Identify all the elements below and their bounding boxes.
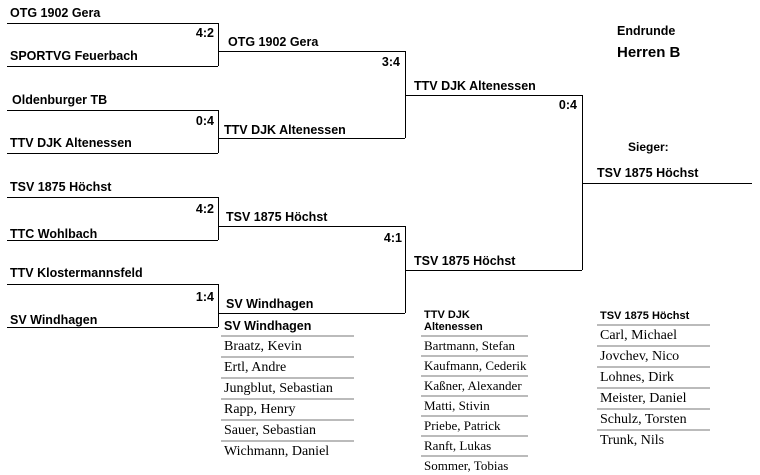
bracket-line [218,313,405,314]
roster-player: Priebe, Patrick [421,417,528,437]
bracket-connector [218,284,219,327]
team-name: TTV DJK Altenessen [414,79,536,93]
team-name: SPORTVG Feuerbach [10,49,138,63]
roster-player: Trunk, Nils [600,433,665,448]
score: 1:4 [195,290,214,304]
roster-player: Sauer, Sebastian [221,421,354,442]
bracket-line [582,183,752,184]
bracket-line [218,226,405,227]
team-name: TSV 1875 Höchst [226,210,328,224]
roster-player: Rapp, Henry [221,400,354,421]
roster-player: Bartmann, Stefan [421,337,528,357]
team-name: SV Windhagen [226,297,314,311]
bracket-title: Endrunde [617,24,676,38]
roster-header: TTV DJK Altenessen [421,308,528,337]
team-name: TTV DJK Altenessen [10,136,132,150]
roster-player: Jovchev, Nico [597,347,710,368]
roster-player: Jungblut, Sebastian [221,379,354,400]
team-name: TSV 1875 Höchst [414,254,516,268]
roster-player: Wichmann, Daniel [224,444,330,459]
roster-header: TSV 1875 Höchst [597,309,710,326]
winner-label: Sieger: [628,140,669,154]
roster-tsv-1875-hoechst: TSV 1875 Höchst Carl, Michael Jovchev, N… [597,309,710,450]
bracket-connector [218,23,219,66]
bracket-line [7,66,218,67]
team-name: TTC Wohlbach [10,227,98,241]
team-name: OTG 1902 Gera [10,6,101,20]
bracket-connector [405,51,406,138]
roster-player: Kaßner, Alexander [421,377,528,397]
roster-player: Ranft, Lukas [421,437,528,457]
roster-player: Kaufmann, Cederik [421,357,528,377]
roster-player: Sommer, Tobias [424,458,509,473]
roster-header: SV Windhagen [221,318,354,337]
winner-name: TSV 1875 Höchst [597,166,699,180]
team-name: Oldenburger TB [12,93,108,107]
team-name: TTV DJK Altenessen [224,123,346,137]
team-name: TTV Klostermannsfeld [10,266,143,280]
bracket-line [7,240,218,241]
roster-player: Matti, Stivin [421,397,528,417]
bracket-line [218,138,405,139]
roster-player: Schulz, Torsten [597,410,710,431]
team-name: OTG 1902 Gera [228,35,319,49]
bracket-line [218,51,405,52]
bracket-line [7,197,218,198]
score: 0:4 [558,98,577,112]
bracket-line [405,95,582,96]
score: 4:2 [195,202,214,216]
roster-ttv-djk-altenessen: TTV DJK Altenessen Bartmann, Stefan Kauf… [421,308,528,475]
team-name: SV Windhagen [10,313,98,327]
bracket-line [7,153,218,154]
score: 4:1 [383,231,402,245]
roster-player: Lohnes, Dirk [597,368,710,389]
bracket-line [7,23,218,24]
bracket-subtitle: Herren B [617,44,681,61]
bracket-line [7,327,218,328]
roster-player: Braatz, Kevin [221,337,354,358]
bracket-line [7,284,218,285]
bracket-connector [582,95,583,270]
bracket-line [7,110,218,111]
bracket-connector [405,226,406,313]
score: 0:4 [195,114,214,128]
roster-player: Ertl, Andre [221,358,354,379]
bracket-connector [218,110,219,153]
team-name: TSV 1875 Höchst [10,180,112,194]
bracket-connector [218,197,219,240]
roster-player: Meister, Daniel [597,389,710,410]
bracket-line [405,270,582,271]
score: 3:4 [381,55,400,69]
score: 4:2 [195,26,214,40]
roster-sv-windhagen: SV Windhagen Braatz, Kevin Ertl, Andre J… [221,318,354,461]
roster-player: Carl, Michael [597,326,710,347]
